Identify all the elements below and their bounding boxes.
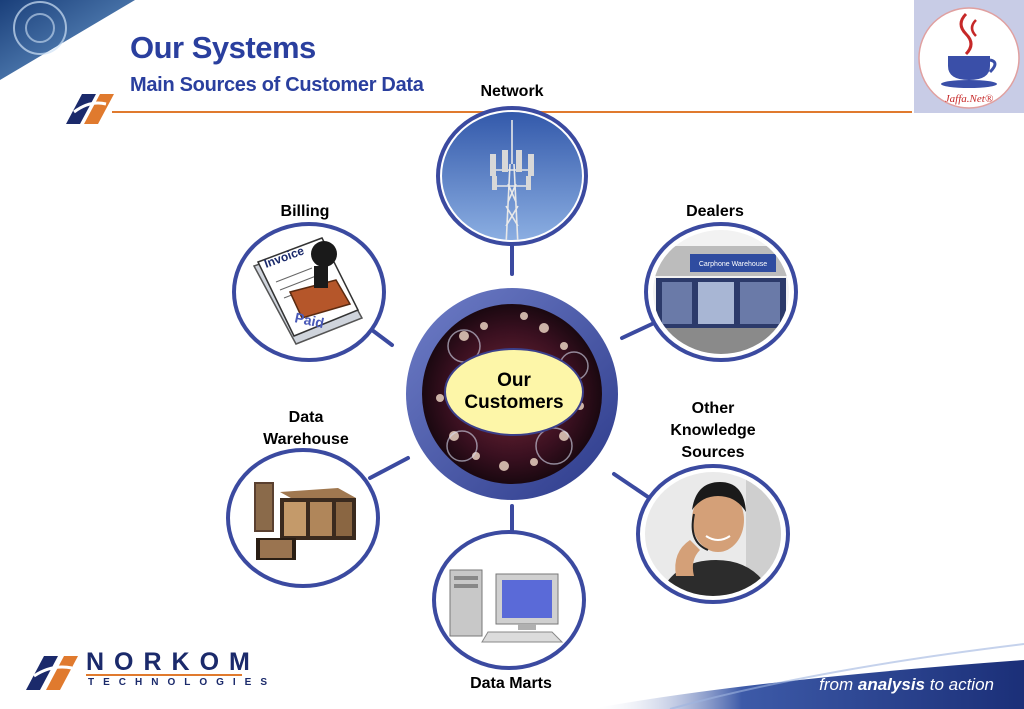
company-name: NORKOM <box>86 648 260 676</box>
center-line1: Our <box>497 370 531 391</box>
center-line2: Customers <box>464 392 564 413</box>
norkom-logo-icon <box>26 656 78 690</box>
connector-dealers <box>620 322 654 340</box>
other-sources-line1: Other <box>691 400 735 417</box>
company-divider <box>86 674 242 676</box>
tagline-pre: from <box>819 675 858 694</box>
data-warehouse-label: Data Warehouse <box>246 407 366 451</box>
other-sources-node <box>636 464 790 604</box>
network-label: Network <box>480 83 544 100</box>
dealers-node: Carphone Warehouse <box>644 222 798 362</box>
billing-label: Billing <box>280 203 330 220</box>
data-marts-label: Data Marts <box>470 675 552 692</box>
tagline-bold: analysis <box>857 675 925 694</box>
other-sources-line3: Sources <box>681 444 745 461</box>
cell-tower-icon <box>492 120 532 240</box>
paid-text: Paid <box>293 309 325 331</box>
data-warehouse-line2: Warehouse <box>263 431 349 448</box>
other-sources-line2: Knowledge <box>670 422 756 439</box>
connector-other-sources <box>612 472 650 499</box>
center-customers-label: Our Customers <box>444 348 584 436</box>
desktop-computer-icon <box>449 569 564 643</box>
corner-decoration <box>0 0 135 80</box>
page-subtitle: Main Sources of Customer Data <box>130 74 424 96</box>
server-cabinet-icon <box>254 482 356 560</box>
company-subtitle: TECHNOLOGIES <box>88 677 277 688</box>
other-sources-label: Other Knowledge Sources <box>653 398 773 464</box>
connector-data-warehouse <box>368 456 410 480</box>
data-marts-node <box>432 530 586 670</box>
store-sign-text: Carphone Warehouse <box>699 261 767 268</box>
billing-node: Invoice Paid <box>232 222 386 362</box>
header-logo-icon <box>66 94 114 124</box>
storefront-icon: Carphone Warehouse <box>653 230 789 354</box>
connector-billing <box>370 328 394 347</box>
data-warehouse-node <box>226 448 380 588</box>
footer-swoosh <box>590 643 1024 709</box>
tagline-post: to action <box>925 675 994 694</box>
tagline: from analysis to action <box>819 675 994 695</box>
data-warehouse-line1: Data <box>288 409 324 426</box>
jaffa-text: Jaffa.Net® <box>945 93 994 105</box>
network-node <box>436 106 588 246</box>
dealers-label: Dealers <box>686 203 744 220</box>
page-title: Our Systems <box>130 30 316 65</box>
jaffa-logo: Jaffa.Net® <box>914 0 1024 113</box>
